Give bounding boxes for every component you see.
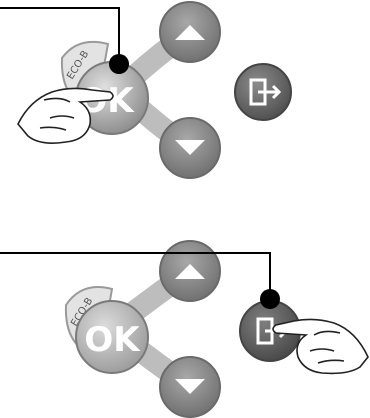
up-arrow-button[interactable] [159,1,221,63]
callout-line [0,7,120,64]
callout-dot [260,289,280,309]
down-arrow-button[interactable] [159,356,221,418]
down-arrow-icon [175,379,205,394]
pointing-hand-icon [17,87,114,144]
callout-dot [109,54,129,74]
exit-arrow-icon [249,78,282,106]
down-arrow-button[interactable] [159,117,221,179]
up-arrow-button[interactable] [159,240,221,302]
panel-top-svg: ECO-B OK [0,1,292,179]
ok-button[interactable]: OK [75,300,149,374]
panel-press-ok: ECO-B OK [0,1,292,179]
exit-button[interactable] [239,300,301,362]
up-arrow-icon [175,264,205,279]
panel-press-exit: ECO-B OK [0,209,370,418]
exit-button[interactable] [234,63,292,121]
panel-bottom-svg: ECO-B OK [0,240,369,418]
pointing-hand-icon [272,318,369,375]
ok-label: OK [84,320,141,360]
up-arrow-icon [175,25,205,40]
down-arrow-icon [175,140,205,155]
callout-line [0,252,271,299]
